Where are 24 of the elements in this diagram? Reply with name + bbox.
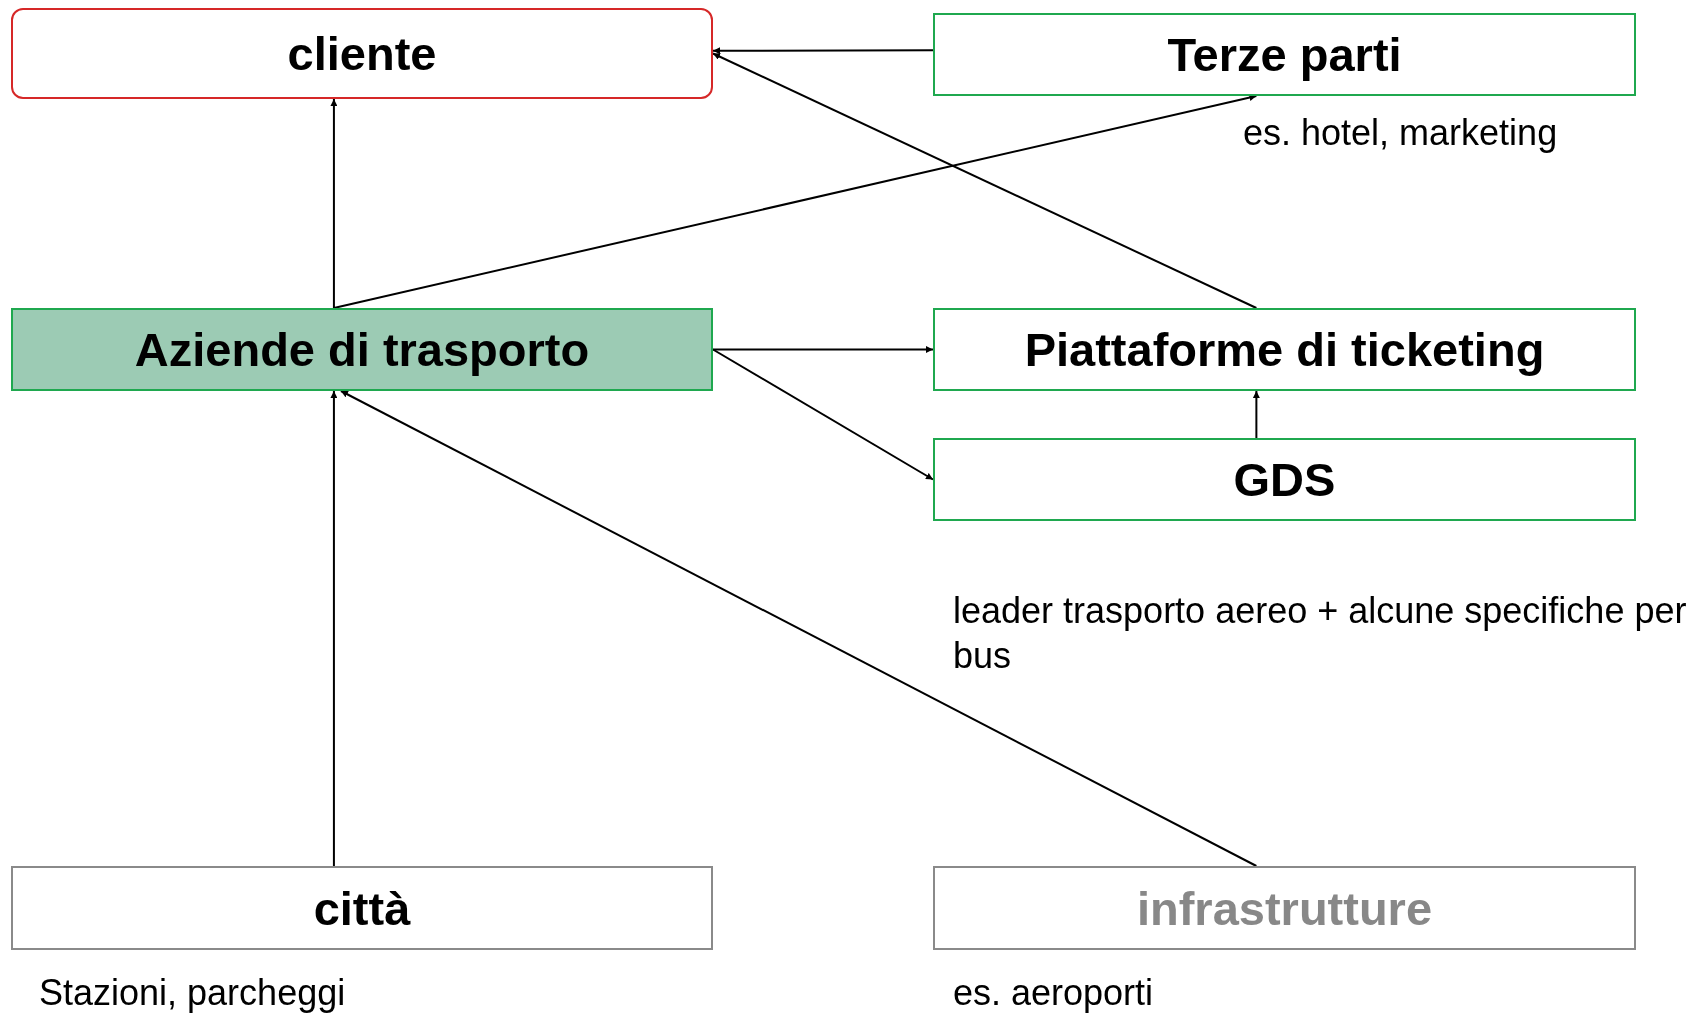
arrow [712,47,934,55]
box-label: città [313,884,411,932]
process-box [933,308,1636,391]
process-box [933,13,1636,96]
box-label: infrastrutture [1136,884,1433,932]
node-caption: Stazioni, parcheggi [39,971,346,1015]
process-box [11,308,713,391]
arrow [339,390,1258,867]
node-caption: es. aeroporti [953,971,1154,1015]
box-label: cliente [287,30,437,77]
arrow [332,94,1258,309]
arrow [1252,390,1260,439]
node-caption: es. hotel, marketing [1243,111,1558,155]
node-caption: leader trasporto aereo + alcune specifiche per bus [953,589,1688,678]
box-label: GDS [1233,456,1336,503]
arrow [712,346,934,353]
process-box [11,8,713,99]
arrow [330,390,338,867]
process-box [933,438,1636,521]
arrow [712,52,1258,309]
arrow [712,348,934,481]
arrow [330,98,338,309]
process-box [11,866,713,950]
process-box [933,866,1636,950]
